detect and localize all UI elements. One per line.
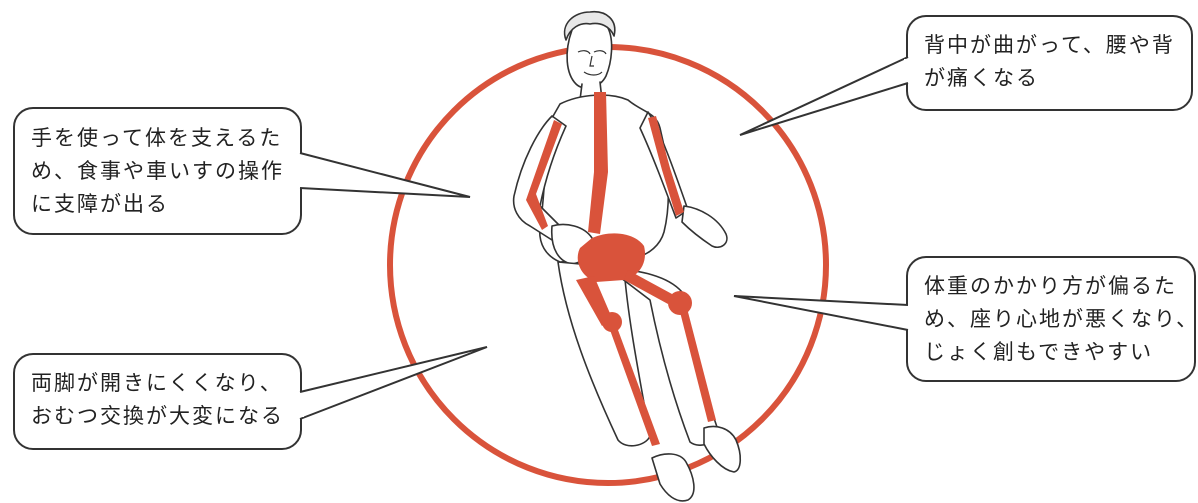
callout-back-line-1: 背中が曲がって、腰や背 xyxy=(924,29,1175,62)
left-knee-mark xyxy=(602,312,622,332)
callout-weight-line-3: じょく創もできやすい xyxy=(924,336,1178,369)
callout-legs-line-1: 両脚が開きにくくなり、 xyxy=(31,367,284,400)
callout-weight-line-2: め、座り心地が悪くなり、 xyxy=(924,303,1178,336)
callout-hands-line-3: に支障が出る xyxy=(31,188,284,221)
callout-weight-line-1: 体重のかかり方が偏るた xyxy=(924,270,1178,303)
callout-hands: 手を使って体を支えるた め、食事や車いすの操作 に支障が出る xyxy=(13,107,302,235)
callout-weight: 体重のかかり方が偏るた め、座り心地が悪くなり、 じょく創もできやすい xyxy=(906,256,1196,382)
callout-hands-line-1: 手を使って体を支えるた xyxy=(31,122,284,155)
callout-legs-line-2: おむつ交換が大変になる xyxy=(31,400,284,433)
callout-back: 背中が曲がって、腰や背 が痛くなる xyxy=(906,15,1193,111)
callout-hands-line-2: め、食事や車いすの操作 xyxy=(31,155,284,188)
left-shoe xyxy=(652,454,694,501)
right-shoe xyxy=(704,427,740,473)
callout-back-line-2: が痛くなる xyxy=(924,62,1175,95)
right-hand xyxy=(682,206,727,247)
right-knee-mark xyxy=(668,291,692,315)
callout-legs: 両脚が開きにくくなり、 おむつ交換が大変になる xyxy=(13,353,302,450)
